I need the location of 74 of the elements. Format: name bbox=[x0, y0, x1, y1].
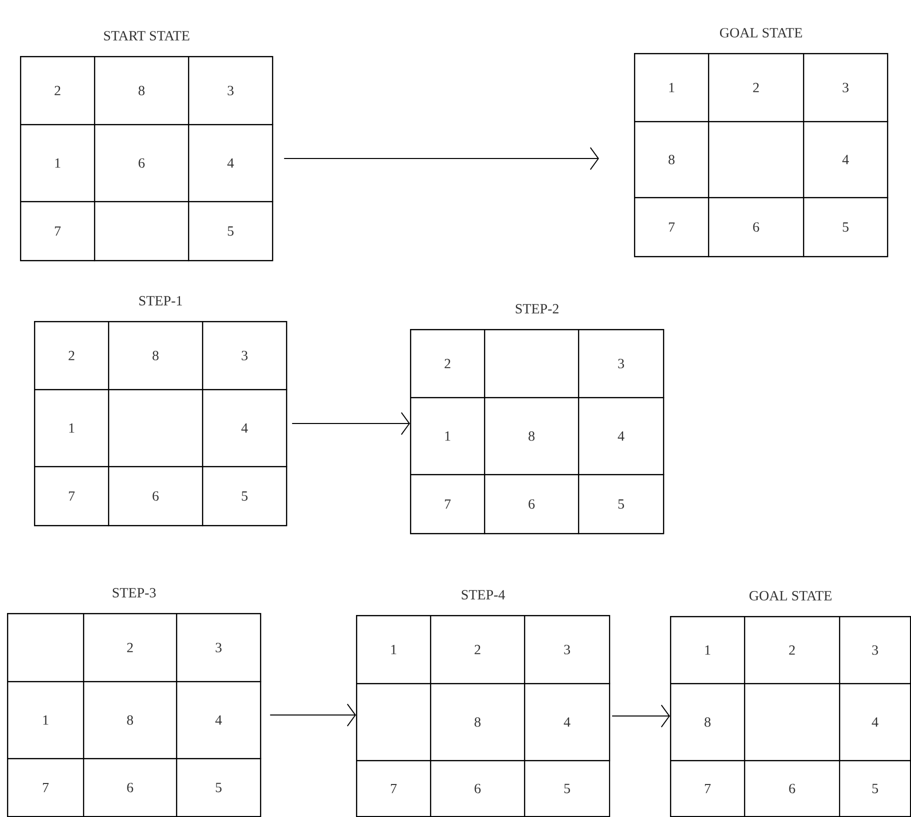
number-cell: 8 bbox=[83, 681, 178, 760]
number-cell: 5 bbox=[839, 760, 911, 817]
node-label: STEP-3 bbox=[112, 588, 156, 598]
number-cell: 6 bbox=[83, 758, 178, 817]
empty-cell bbox=[108, 389, 204, 468]
number-cell: 2 bbox=[410, 329, 486, 398]
number-cell: 5 bbox=[176, 758, 262, 817]
number-cell: 3 bbox=[803, 53, 888, 122]
node-label: GOAL STATE bbox=[750, 591, 832, 600]
number-cell: 5 bbox=[578, 474, 664, 534]
number-cell: 6 bbox=[94, 124, 190, 202]
number-cell: 8 bbox=[634, 121, 710, 198]
empty-cell bbox=[94, 201, 190, 262]
number-cell: 8 bbox=[108, 321, 204, 390]
number-cell: 2 bbox=[34, 321, 110, 390]
number-cell: 7 bbox=[634, 197, 710, 258]
number-cell: 2 bbox=[20, 56, 96, 126]
number-cell: 4 bbox=[803, 121, 888, 198]
empty-cell bbox=[7, 613, 84, 682]
empty-cell bbox=[356, 683, 432, 762]
node-label: STEP-4 bbox=[462, 590, 506, 600]
number-cell: 3 bbox=[202, 321, 288, 390]
node-label: START STATE bbox=[104, 31, 190, 40]
number-cell: 8 bbox=[670, 683, 746, 762]
number-cell: 4 bbox=[176, 681, 262, 760]
number-cell: 4 bbox=[202, 389, 288, 468]
number-cell: 1 bbox=[410, 397, 486, 476]
number-cell: 2 bbox=[744, 616, 840, 684]
arrow bbox=[284, 147, 599, 170]
number-cell: 2 bbox=[83, 613, 178, 682]
number-cell: 6 bbox=[484, 474, 580, 534]
number-cell: 3 bbox=[188, 56, 274, 126]
number-cell: 4 bbox=[839, 683, 911, 762]
number-cell: 2 bbox=[430, 615, 526, 684]
number-cell: 3 bbox=[578, 329, 664, 398]
number-cell: 4 bbox=[188, 124, 274, 202]
number-cell: 3 bbox=[524, 615, 610, 684]
number-cell: 4 bbox=[578, 397, 664, 476]
number-cell: 7 bbox=[7, 758, 84, 817]
number-cell: 1 bbox=[634, 53, 710, 122]
number-cell: 2 bbox=[708, 53, 804, 122]
number-cell: 6 bbox=[744, 760, 840, 817]
empty-cell bbox=[708, 121, 804, 198]
number-cell: 1 bbox=[20, 124, 96, 202]
arrow bbox=[612, 704, 670, 728]
node-label: STEP-1 bbox=[139, 296, 182, 306]
number-cell: 3 bbox=[839, 616, 911, 684]
empty-cell bbox=[484, 329, 580, 398]
node-label: STEP-2 bbox=[516, 304, 558, 314]
number-cell: 1 bbox=[356, 615, 432, 684]
number-cell: 1 bbox=[670, 616, 746, 684]
number-cell: 7 bbox=[670, 760, 746, 817]
number-cell: 4 bbox=[524, 683, 610, 762]
number-cell: 5 bbox=[188, 201, 274, 262]
arrow bbox=[292, 412, 410, 436]
number-cell: 5 bbox=[202, 466, 288, 526]
number-cell: 5 bbox=[803, 197, 888, 258]
number-cell: 7 bbox=[356, 760, 432, 817]
number-cell: 6 bbox=[430, 760, 526, 817]
node-label: GOAL STATE bbox=[720, 28, 802, 38]
number-cell: 6 bbox=[108, 466, 204, 526]
number-cell: 8 bbox=[484, 397, 580, 476]
number-cell: 8 bbox=[94, 56, 190, 126]
number-cell: 7 bbox=[34, 466, 110, 526]
number-cell: 1 bbox=[34, 389, 110, 468]
empty-cell bbox=[744, 683, 840, 762]
number-cell: 5 bbox=[524, 760, 610, 817]
number-cell: 3 bbox=[176, 613, 262, 682]
number-cell: 7 bbox=[20, 201, 96, 262]
number-cell: 6 bbox=[708, 197, 804, 258]
number-cell: 1 bbox=[7, 681, 84, 760]
number-cell: 7 bbox=[410, 474, 486, 534]
arrow bbox=[270, 704, 356, 727]
number-cell: 8 bbox=[430, 683, 526, 762]
